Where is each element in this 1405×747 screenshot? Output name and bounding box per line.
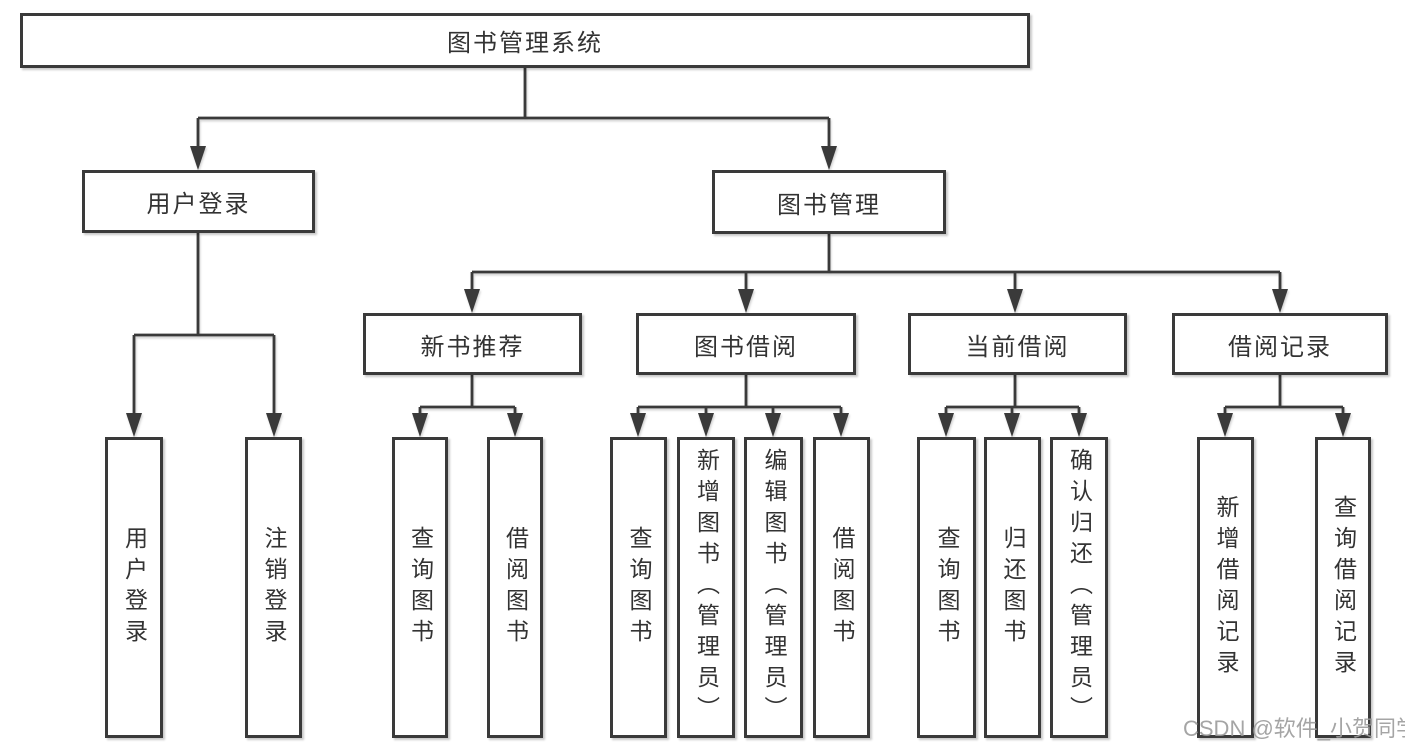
leaf-current-query-book-label: 查询图书 bbox=[934, 525, 960, 650]
leaf-borrow-book-label: 借阅图书 bbox=[829, 525, 855, 650]
leaf-add-borrow-record-label: 新增借阅记录 bbox=[1213, 494, 1239, 681]
leaf-user-login: 用户登录 bbox=[105, 437, 163, 738]
node-book-borrow: 图书借阅 bbox=[636, 313, 856, 375]
node-user-login-label: 用户登录 bbox=[146, 191, 251, 218]
leaf-logout: 注销登录 bbox=[245, 437, 302, 738]
node-book-management: 图书管理 bbox=[712, 170, 946, 234]
leaf-borrow-query-book: 查询图书 bbox=[610, 437, 667, 738]
leaf-edit-book-admin: 编辑图书（管理员） bbox=[744, 437, 803, 738]
node-root-label: 图书管理系统 bbox=[447, 30, 603, 57]
leaf-return-book-label: 归还图书 bbox=[1000, 525, 1026, 650]
node-new-book-recommend-label: 新书推荐 bbox=[420, 333, 525, 361]
node-borrow-records: 借阅记录 bbox=[1172, 313, 1388, 375]
leaf-edit-book-admin-label: 编辑图书（管理员） bbox=[761, 448, 787, 727]
leaf-add-book-admin-label: 新增图书（管理员） bbox=[693, 448, 720, 727]
node-borrow-records-label: 借阅记录 bbox=[1228, 333, 1332, 361]
leaf-recommend-query-book: 查询图书 bbox=[392, 437, 448, 738]
node-root: 图书管理系统 bbox=[20, 13, 1030, 68]
node-book-management-label: 图书管理 bbox=[777, 191, 881, 219]
leaf-recommend-borrow-book: 借阅图书 bbox=[487, 437, 543, 738]
leaf-logout-label: 注销登录 bbox=[261, 525, 287, 650]
node-new-book-recommend: 新书推荐 bbox=[363, 313, 582, 375]
leaf-query-borrow-record-label: 查询借阅记录 bbox=[1330, 494, 1357, 681]
node-book-borrow-label: 图书借阅 bbox=[694, 333, 798, 361]
node-user-login: 用户登录 bbox=[82, 170, 315, 233]
csdn-watermark: CSDN @软件_小贺同学 bbox=[1183, 716, 1405, 741]
leaf-confirm-return-admin: 确认归还（管理员） bbox=[1050, 437, 1108, 738]
leaf-return-book: 归还图书 bbox=[984, 437, 1041, 738]
leaf-confirm-return-admin-label: 确认归还（管理员） bbox=[1066, 448, 1093, 727]
leaf-query-borrow-record: 查询借阅记录 bbox=[1315, 437, 1371, 738]
leaf-user-login-label: 用户登录 bbox=[121, 525, 148, 650]
leaf-recommend-query-book-label: 查询图书 bbox=[407, 525, 434, 650]
leaf-add-borrow-record: 新增借阅记录 bbox=[1197, 437, 1254, 738]
leaf-add-book-admin: 新增图书（管理员） bbox=[677, 437, 735, 738]
leaf-current-query-book: 查询图书 bbox=[917, 437, 976, 738]
leaf-borrow-book: 借阅图书 bbox=[813, 437, 870, 738]
node-current-borrow-label: 当前借阅 bbox=[965, 333, 1070, 361]
leaf-borrow-query-book-label: 查询图书 bbox=[626, 525, 652, 650]
leaf-recommend-borrow-book-label: 借阅图书 bbox=[502, 525, 529, 650]
connector-paths bbox=[132, 68, 1345, 415]
node-current-borrow: 当前借阅 bbox=[908, 313, 1127, 375]
